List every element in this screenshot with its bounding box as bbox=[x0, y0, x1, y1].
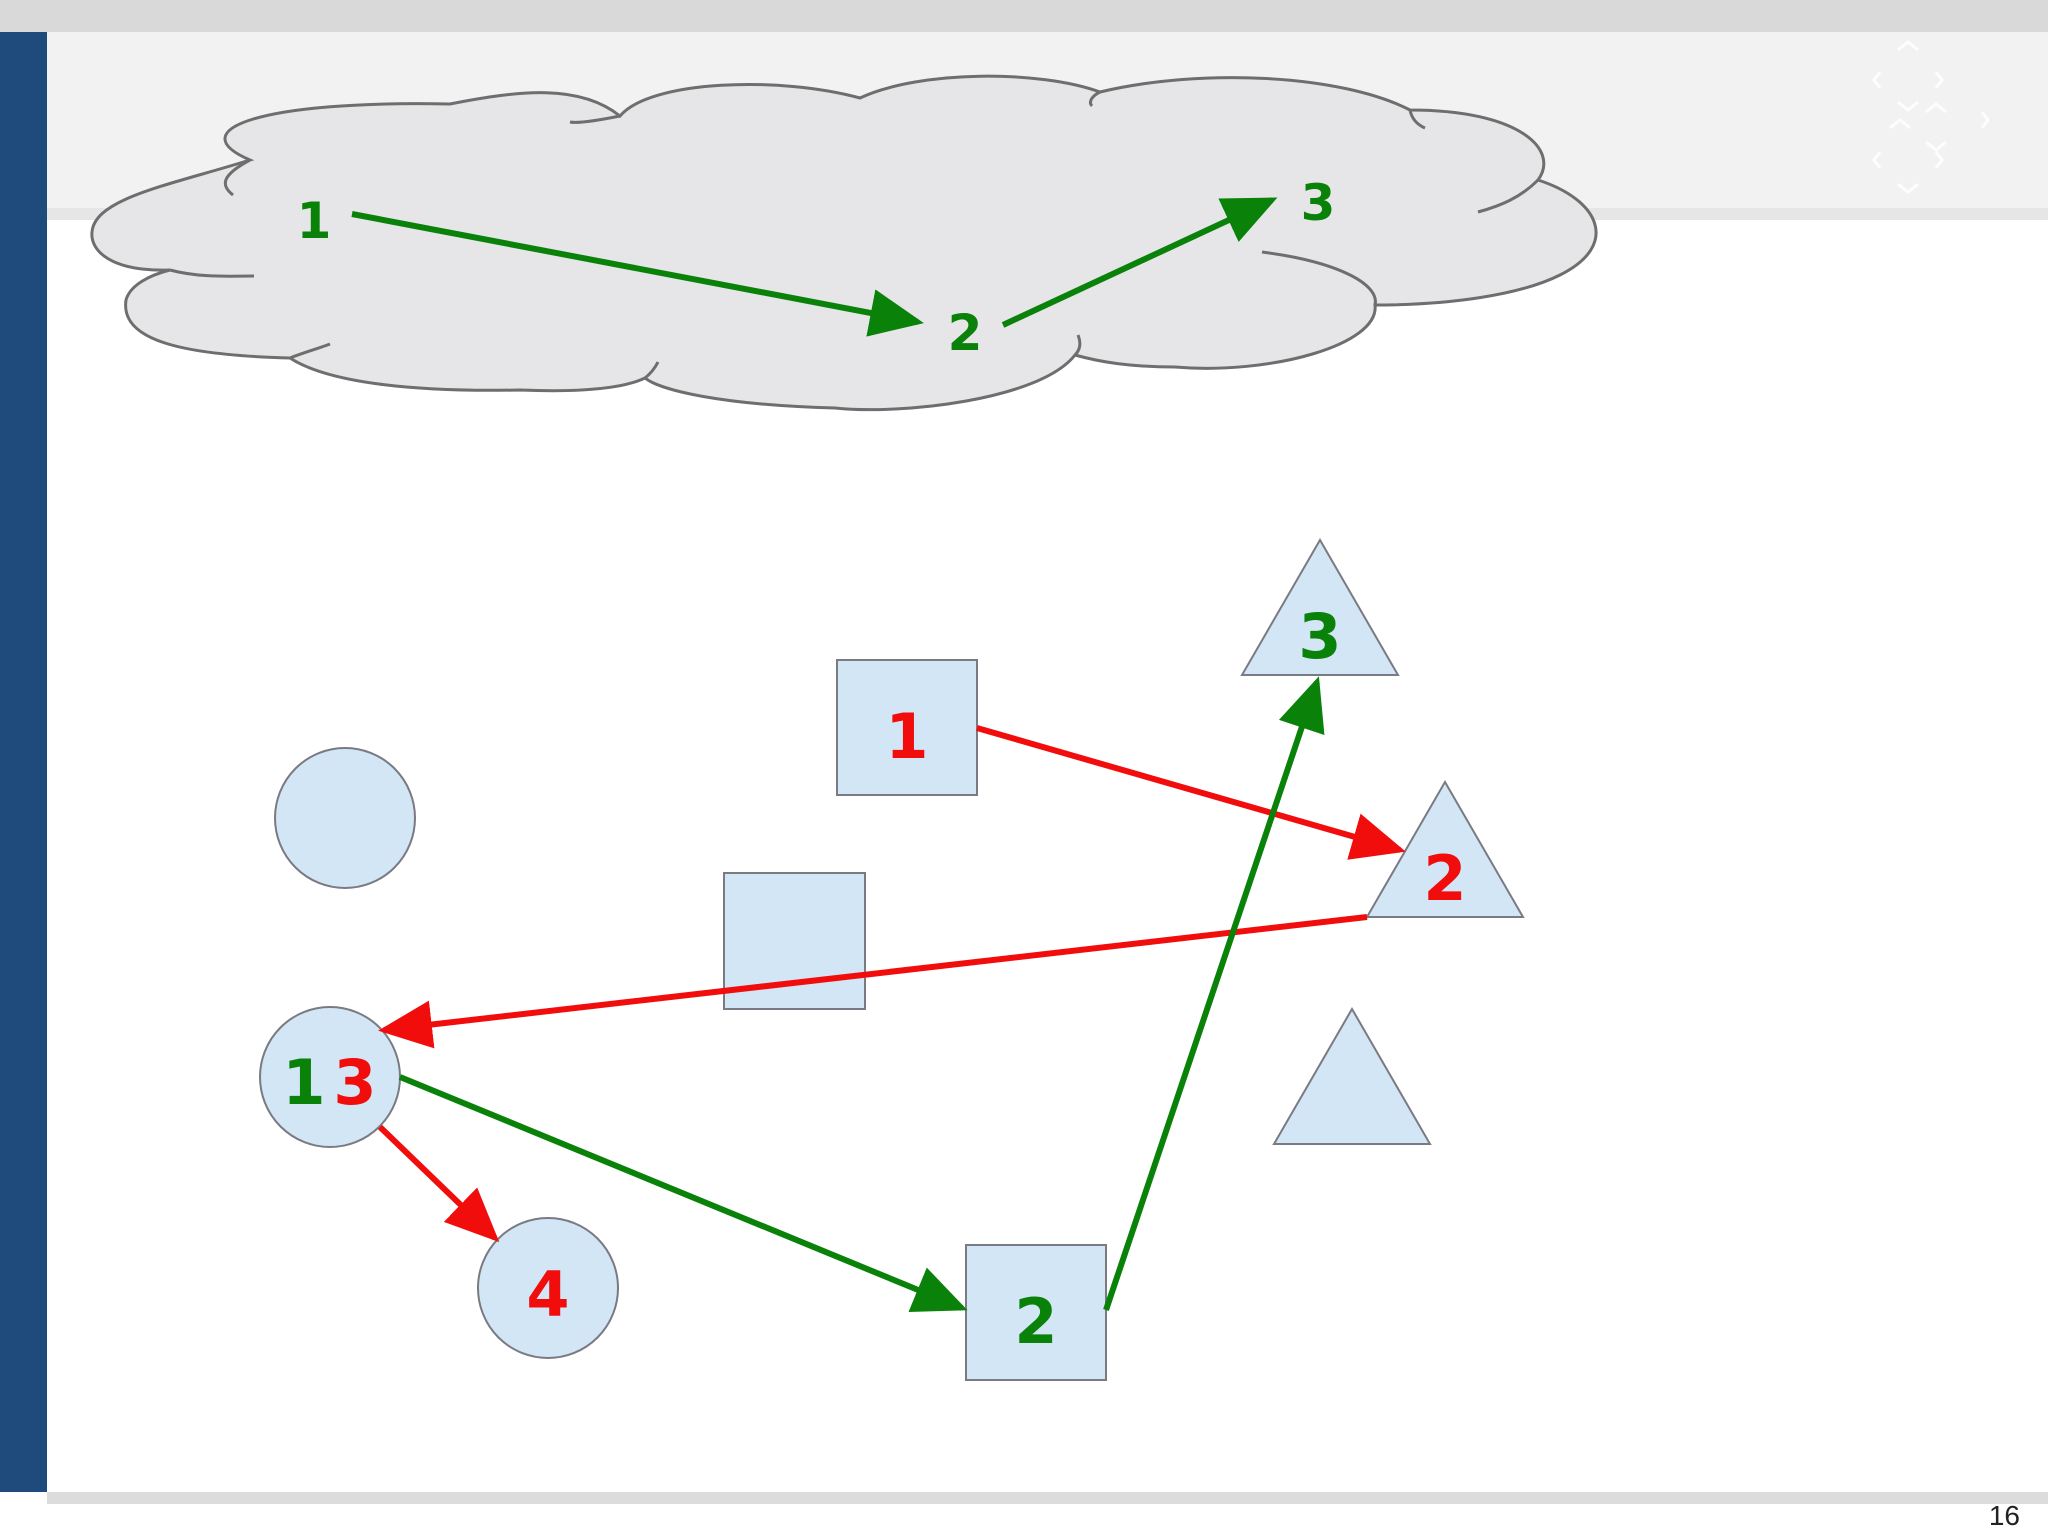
green-arrow-circle13-to-square2 bbox=[398, 1074, 968, 1312]
circle-13-green-label: 1 bbox=[282, 1046, 325, 1119]
square-2 bbox=[965, 1244, 1107, 1381]
triangle-3 bbox=[1240, 538, 1400, 676]
triangle-2 bbox=[1365, 780, 1525, 918]
cloud-bulge-line bbox=[223, 158, 251, 197]
square-2-label: 2 bbox=[1014, 1285, 1057, 1358]
cloud-bulge-line bbox=[1088, 90, 1101, 108]
page-number: 16 bbox=[1988, 1500, 2020, 1531]
top-strip bbox=[0, 0, 2048, 32]
cloud-bulge-line bbox=[1261, 250, 1377, 306]
cloud: 1 2 3 bbox=[90, 74, 1598, 412]
logo-icon bbox=[1872, 40, 1990, 194]
triangle-3-label: 3 bbox=[1298, 600, 1341, 673]
shapes bbox=[259, 538, 1525, 1381]
cloud-bulge-line bbox=[1477, 178, 1540, 214]
side-bar bbox=[0, 32, 47, 1492]
square-1-label: 1 bbox=[885, 700, 928, 773]
cloud-bulge-line bbox=[1073, 334, 1082, 357]
bottom-strip bbox=[47, 1492, 2048, 1504]
circle-4-label: 4 bbox=[526, 1258, 569, 1331]
cloud-bulge-line bbox=[289, 342, 331, 360]
red-arrow-square1-to-triangle2 bbox=[976, 725, 1406, 860]
cloud-label-2: 2 bbox=[948, 304, 983, 362]
cloud-bulge-line bbox=[1408, 109, 1426, 130]
triangle-2-label: 2 bbox=[1423, 842, 1466, 915]
cloud-body bbox=[90, 74, 1598, 412]
cloud-bulge-line bbox=[644, 361, 660, 380]
circle-13-red-label: 3 bbox=[333, 1046, 376, 1119]
green-arrow-square2-to-triangle3 bbox=[1103, 676, 1325, 1311]
cloud-bulge-line bbox=[169, 268, 255, 278]
red-arrow-triangle2-to-circle13 bbox=[378, 914, 1368, 1049]
cloud-label-3: 3 bbox=[1301, 174, 1336, 232]
circle-1-3 bbox=[259, 1006, 401, 1148]
cloud-arrow-2-to-3 bbox=[1001, 197, 1278, 328]
red-arrow-circle13-to-circle4 bbox=[377, 1124, 500, 1243]
cloud-bulge-line bbox=[569, 114, 621, 124]
cloud-label-1: 1 bbox=[297, 192, 332, 250]
square-1 bbox=[836, 659, 978, 796]
circle-top bbox=[274, 747, 416, 889]
circle-4 bbox=[477, 1217, 619, 1359]
triangle-bottom bbox=[1272, 1007, 1432, 1145]
cloud-arrow-1-to-2 bbox=[351, 211, 924, 337]
